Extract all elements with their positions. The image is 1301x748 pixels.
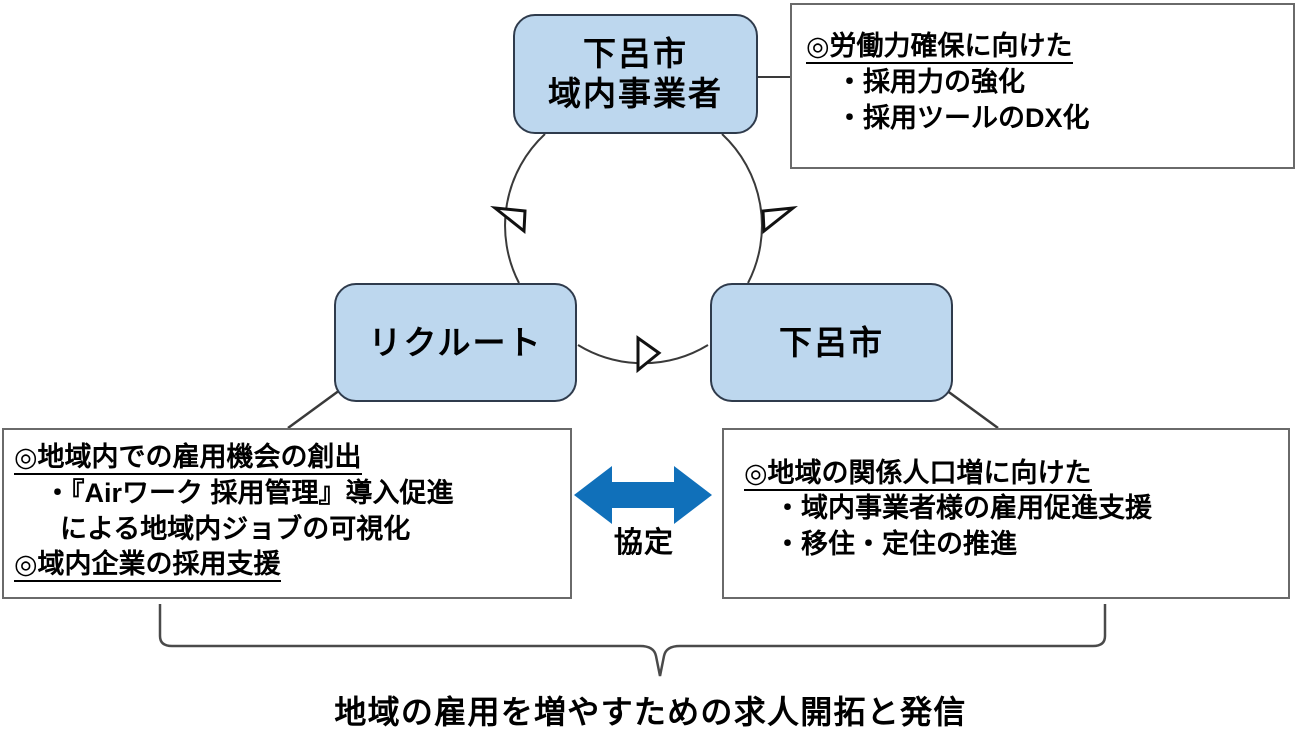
detail-heading-text: ◎域内企業の採用支援 — [14, 549, 281, 583]
node-recruit[interactable]: リクルート — [334, 283, 577, 402]
node-line: リクルート — [368, 323, 543, 361]
node-line: 下呂市 — [583, 34, 688, 72]
detail-item: ・採用ツールのDX化 — [836, 102, 1090, 133]
detail-box-labor-force-securing: ◎労働力確保に向けた ・採用力の強化 ・採用ツールのDX化 — [790, 3, 1295, 169]
detail-heading: ◎労働力確保に向けた — [806, 29, 1293, 65]
bottom-brace — [158, 604, 1107, 677]
detail-item: ・移住・定住の推進 — [774, 529, 1017, 560]
connector-left-to-bottomleft — [287, 388, 341, 430]
node-gero-city[interactable]: 下呂市 — [710, 283, 953, 402]
bottom-caption: 地域の雇用を増やすための求人開拓と発信 — [334, 694, 967, 730]
detail-heading: ◎地域の関係人口増に向けた — [744, 456, 1288, 492]
detail-box-local-employment-creation: ◎地域内での雇用機会の創出 ・『Airワーク 採用管理』導入促進 による地域内ジ… — [2, 428, 572, 599]
agreement-label: 協定 — [613, 527, 675, 559]
cycle-arrowhead-left — [490, 205, 527, 234]
detail-item: ・採用力の強化 — [836, 66, 1025, 97]
detail-item: ・域内事業者様の雇用促進支援 — [774, 493, 1152, 524]
cycle-arrowhead-right — [761, 205, 798, 234]
detail-box-related-population-increase: ◎地域の関係人口増に向けた ・域内事業者様の雇用促進支援 ・移住・定住の推進 — [722, 428, 1290, 599]
detail-heading-text: ◎労働力確保に向けた — [806, 31, 1073, 65]
detail-item: による地域内ジョブの可視化 — [60, 513, 411, 544]
node-line: 域内事業者 — [548, 75, 723, 112]
connector-right-to-bottomright — [945, 388, 999, 430]
agreement-double-arrow — [574, 466, 712, 524]
detail-heading-secondary: ◎域内企業の採用支援 — [14, 547, 570, 583]
detail-item: ・『Airワーク 採用管理』導入促進 — [44, 477, 454, 508]
node-gero-city-local-businesses[interactable]: 下呂市 域内事業者 — [513, 14, 758, 134]
detail-heading-text: ◎地域内での雇用機会の創出 — [14, 441, 362, 475]
node-line: 下呂市 — [779, 323, 884, 361]
detail-heading: ◎地域内での雇用機会の創出 — [14, 440, 570, 476]
detail-heading-text: ◎地域の関係人口増に向けた — [744, 457, 1092, 491]
cycle-arrowhead-bottom — [636, 335, 662, 374]
